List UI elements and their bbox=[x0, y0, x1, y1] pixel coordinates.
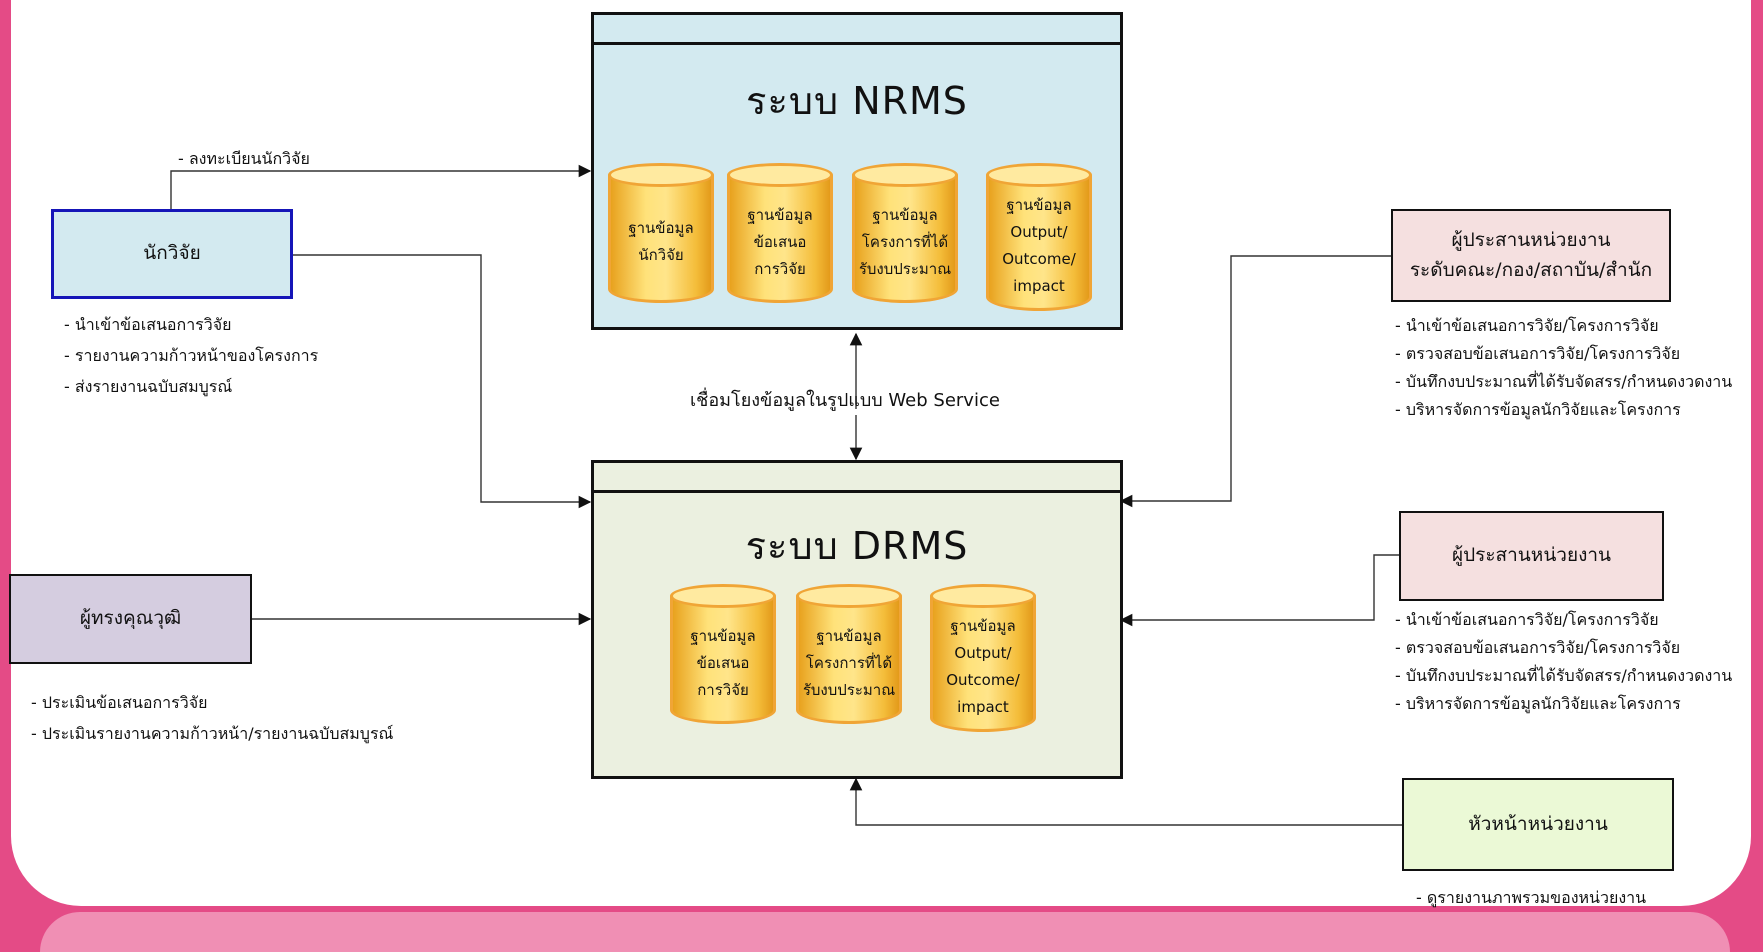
unit-head-name: หัวหน้าหน่วยงาน bbox=[1468, 812, 1608, 835]
database-label: ฐานข้อมูล นักวิจัย bbox=[628, 219, 694, 264]
drms-system: ระบบ DRMS ฐานข้อมูล ข้อเสนอ การวิจัย ฐาน… bbox=[591, 460, 1123, 779]
drms-title: ระบบ DRMS bbox=[745, 524, 969, 568]
arrow-unit-head-drms bbox=[849, 777, 1402, 826]
list-item: - บริหารจัดการข้อมูลนักวิจัยและโครงการ bbox=[1395, 694, 1681, 713]
drms-title-bar bbox=[594, 463, 1120, 493]
list-item: - บันทึกงบประมาณที่ได้รับจัดสรร/กำหนดงวด… bbox=[1395, 372, 1733, 391]
database-icon: ฐานข้อมูล โครงการที่ได้ รับงบประมาณ bbox=[796, 584, 902, 724]
faculty-coordinator-name: ผู้ประสานหน่วยงาน bbox=[1451, 229, 1611, 252]
database-icon: ฐานข้อมูล Output/ Outcome/ impact bbox=[930, 584, 1036, 732]
list-item: - ประเมินข้อเสนอการวิจัย bbox=[31, 693, 208, 712]
database-label: ฐานข้อมูล Output/ Outcome/ impact bbox=[1002, 196, 1076, 295]
list-item: - ดูรายงานภาพรวมของหน่วยงาน bbox=[1416, 888, 1647, 907]
researcher-actor: นักวิจัย bbox=[51, 209, 293, 299]
expert-actor: ผู้ทรงคุณวุฒิ bbox=[9, 574, 252, 664]
expert-tasks: - ประเมินข้อเสนอการวิจัย - ประเมินรายงาน… bbox=[31, 687, 393, 749]
register-label: - ลงทะเบียนนักวิจัย bbox=[178, 149, 310, 168]
list-item: - นำเข้าข้อเสนอการวิจัย/โครงการวิจัย bbox=[1395, 316, 1659, 335]
researcher-name: นักวิจัย bbox=[143, 242, 201, 265]
arrow-unit-coordinator-drms bbox=[1119, 554, 1399, 627]
list-item: - นำเข้าข้อเสนอการวิจัย bbox=[64, 315, 232, 334]
researcher-tasks: - นำเข้าข้อเสนอการวิจัย - รายงานความก้าว… bbox=[64, 309, 318, 402]
unit-head-tasks: - ดูรายงานภาพรวมของหน่วยงาน bbox=[1416, 884, 1646, 912]
unit-coordinator-name: ผู้ประสานหน่วยงาน bbox=[1451, 544, 1612, 567]
web-service-label: เชื่อมโยงข้อมูลในรูปแบบ Web Service bbox=[690, 390, 1000, 411]
list-item: - รายงานความก้าวหน้าของโครงการ bbox=[64, 346, 319, 365]
faculty-coordinator-tasks: - นำเข้าข้อเสนอการวิจัย/โครงการวิจัย - ต… bbox=[1395, 312, 1732, 424]
unit-head-actor: หัวหน้าหน่วยงาน bbox=[1402, 778, 1674, 871]
database-label: ฐานข้อมูล ข้อเสนอ การวิจัย bbox=[747, 205, 813, 278]
database-label: ฐานข้อมูล โครงการที่ได้ รับงบประมาณ bbox=[858, 205, 952, 278]
arrow-researcher-drms bbox=[293, 254, 592, 509]
nrms-title-bar bbox=[594, 15, 1120, 45]
database-icon: ฐานข้อมูล ข้อเสนอ การวิจัย bbox=[727, 163, 833, 303]
list-item: - ประเมินรายงานความก้าวหน้า/รายงานฉบับสม… bbox=[31, 724, 394, 743]
list-item: - ส่งรายงานฉบับสมบูรณ์ bbox=[64, 377, 233, 396]
nrms-title: ระบบ NRMS bbox=[746, 79, 968, 123]
database-icon: ฐานข้อมูล โครงการที่ได้ รับงบประมาณ bbox=[852, 163, 958, 303]
faculty-coordinator-actor: ผู้ประสานหน่วยงาน ระดับคณะ/กอง/สถาบัน/สำ… bbox=[1391, 209, 1671, 302]
database-icon: ฐานข้อมูล ข้อเสนอ การวิจัย bbox=[670, 584, 776, 724]
list-item: - ตรวจสอบข้อเสนอการวิจัย/โครงการวิจัย bbox=[1395, 638, 1681, 657]
arrow-researcher-register bbox=[170, 164, 592, 209]
expert-name: ผู้ทรงคุณวุฒิ bbox=[79, 607, 182, 630]
list-item: - ตรวจสอบข้อเสนอการวิจัย/โครงการวิจัย bbox=[1395, 344, 1681, 363]
database-icon: ฐานข้อมูล Output/ Outcome/ impact bbox=[986, 163, 1092, 311]
database-label: ฐานข้อมูล ข้อเสนอ การวิจัย bbox=[690, 626, 756, 699]
unit-coordinator-actor: ผู้ประสานหน่วยงาน bbox=[1399, 511, 1664, 601]
list-item: - นำเข้าข้อเสนอการวิจัย/โครงการวิจัย bbox=[1395, 610, 1659, 629]
list-item: - บริหารจัดการข้อมูลนักวิจัยและโครงการ bbox=[1395, 400, 1681, 419]
arrow-faculty-coordinator-drms bbox=[1119, 255, 1391, 508]
database-icon: ฐานข้อมูล นักวิจัย bbox=[608, 163, 714, 303]
unit-coordinator-tasks: - นำเข้าข้อเสนอการวิจัย/โครงการวิจัย - ต… bbox=[1395, 606, 1732, 718]
list-item: - บันทึกงบประมาณที่ได้รับจัดสรร/กำหนดงวด… bbox=[1395, 666, 1733, 685]
nrms-system: ระบบ NRMS ฐานข้อมูล นักวิจัย ฐานข้อมูล ข… bbox=[591, 12, 1123, 330]
database-label: ฐานข้อมูล Output/ Outcome/ impact bbox=[946, 617, 1020, 716]
database-label: ฐานข้อมูล โครงการที่ได้ รับงบประมาณ bbox=[802, 626, 896, 699]
faculty-coordinator-level: ระดับคณะ/กอง/สถาบัน/สำนัก bbox=[1409, 258, 1653, 281]
